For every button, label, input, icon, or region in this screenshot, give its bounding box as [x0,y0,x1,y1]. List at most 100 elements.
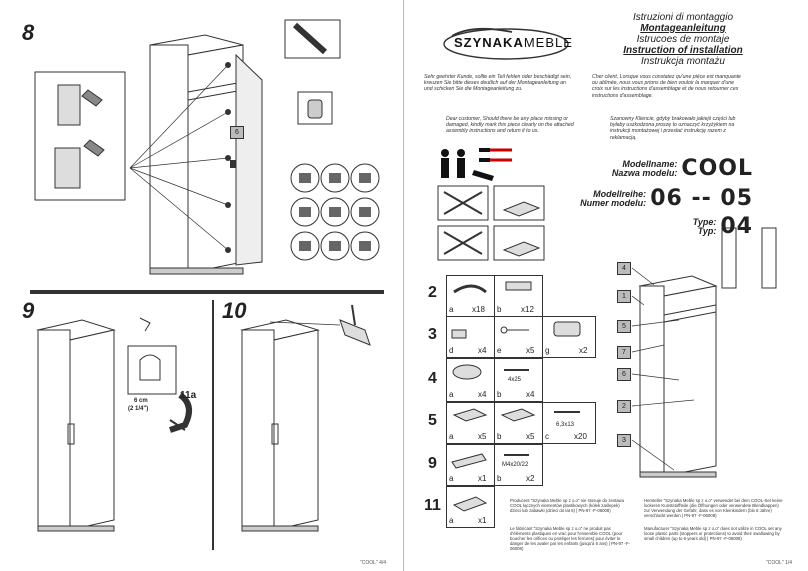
model-type-label-pl: Typ: [697,225,717,236]
part-qty: x1 [478,474,487,483]
step8-frame [30,22,384,292]
part-letter: a [449,305,454,314]
title-en: Instruction of installation [623,45,743,56]
part-qty: x18 [472,305,485,314]
part-dimension: 4x25 [508,377,522,383]
cabinet-diagram [631,267,718,478]
part-cell [494,444,543,486]
paragraph-fr: Cher client, Lorsque vous constatez qu'u… [592,74,741,99]
model-name-row: Modellname:Nazwa modelu:COOL [612,156,753,181]
model-type-value: 04 [720,214,753,239]
part-qty: x4 [526,390,535,399]
step10-number: 10 [222,298,247,323]
right-footer: "COOL" 1/4 [766,560,793,566]
step8-number: 8 [22,20,35,45]
part-cell [446,275,495,317]
title-pl: Instrukcja montażu [641,56,725,67]
part-group-number: 3 [428,326,437,343]
paragraph-de: Sehr geehrter Kunde, sollte ein Teil feh… [424,74,572,93]
model-type-label: Type:Typ: [692,216,717,236]
step9-divider [30,292,384,294]
part-qty: x5 [526,346,535,355]
model-name-label: Modellname:Nazwa modelu: [611,158,678,178]
model-name-label-pl: Nazwa modelu: [611,167,678,178]
step11a-dimension-inch: (2 1/4") [128,406,149,412]
model-name-value: COOL [681,156,753,181]
part-cell [494,316,543,358]
part-group-number: 9 [428,455,437,472]
step11a-dimension: 6 cm [134,398,148,404]
note-en: Manufacturer "Szynaka Meble sp z o.o" do… [644,526,782,541]
part-letter: c [545,432,549,441]
brand-name-main: SZYNAKA [454,35,524,50]
part-qty: x12 [521,305,534,314]
diagram-label: 6 [617,368,631,381]
model-series-label: Modellreihe:Numer modelu: [580,188,647,208]
step11a-label: 11a [180,390,197,401]
part-qty: x2 [579,346,588,355]
part-qty: x2 [526,474,535,483]
part-dimension: 6,3x13 [556,422,575,428]
step9-number: 9 [22,298,35,323]
title-de: Montageanleitung [640,23,726,34]
part-letter: b [497,432,502,441]
model-name-label-de: Modellname: [622,158,678,169]
part-qty: x20 [574,432,587,441]
diagram-label: 3 [617,434,631,447]
part-cell [542,402,596,444]
part-qty: x1 [478,516,487,525]
title-it: Istruzioni di montaggio [632,12,734,23]
part-group-number: 2 [428,284,437,301]
part-dimension: M4x20/22 [502,462,529,468]
part-group-number: 11 [424,497,441,514]
part-letter: a [449,516,454,525]
part-letter: g [545,346,550,355]
part-letter: b [497,390,502,399]
diagram-label: 5 [617,320,631,333]
diagram-label: 1 [617,290,631,303]
parts-sketches [451,281,581,512]
part-qty: x4 [478,346,487,355]
left-footer: "COOL" 4/4 [360,560,387,566]
diagram-label: 7 [617,346,631,359]
note-pl: Producent "Szynaka Meble sp z o.o" nie s… [510,498,625,513]
part-letter: a [449,390,454,399]
part-letter: a [449,474,454,483]
note-de: Hersteller "Szynaka Meble sp z o.o" verw… [644,498,783,518]
model-type-row: Type:Typ:04 [693,214,753,239]
title-es: Istrucoes de montaje [636,34,730,45]
paragraph-pl: Szanowny Kliencie, gdyby brakowało jakie… [610,116,736,141]
brand-name: SZYNAKAMEBLE [454,35,573,50]
model-type-label-de: Type: [692,216,717,227]
part-qty: x5 [526,432,535,441]
part-letter: a [449,432,454,441]
model-series-value: 06 -- 05 [650,186,753,211]
right-page: SZYNAKAMEBLE Istruzioni di montaggio Mon… [404,0,808,571]
part-letter: b [497,474,502,483]
part-letter: b [497,305,502,314]
title-block: Istruzioni di montaggio Montageanleitung… [578,12,788,67]
tools-illustration [437,148,777,289]
model-series-label-de: Modellreihe: [593,188,647,199]
step9-illustration [36,304,371,532]
step8-illustration [34,19,380,275]
part-group-number: 5 [428,412,437,429]
part-letter: e [497,346,502,355]
brand-logo [443,27,569,60]
diagram-label: 2 [617,400,631,413]
part-qty: x5 [478,432,487,441]
paragraph-en: Dear customer, Should there be any place… [446,116,574,135]
part-cell [494,402,543,444]
page-spine [403,0,404,571]
part-group-number: 4 [428,370,437,387]
part-qty: x4 [478,390,487,399]
step8-side-label: 6 [230,126,244,139]
model-series-label-pl: Numer modelu: [580,197,647,208]
diagram-label: 4 [617,262,631,275]
note-fr: Le fabricant "Szynaka Meble sp z o.o" ne… [510,526,630,551]
part-letter: d [449,346,454,355]
brand-name-suffix: MEBLE [523,35,573,50]
left-page: 8 [22,19,387,566]
step9-10-separator [212,300,214,550]
part-cell [494,358,543,402]
